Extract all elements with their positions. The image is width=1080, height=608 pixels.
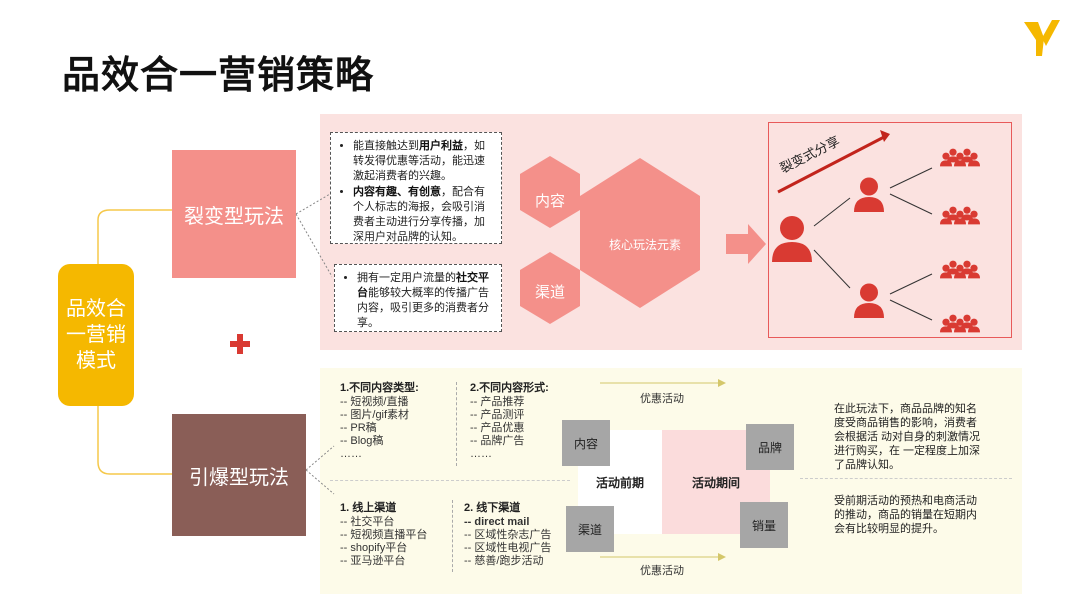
- fission-mode-box: 裂变型玩法: [172, 150, 296, 278]
- list-item: ……: [340, 448, 362, 460]
- list-heading: 1. 线上渠道: [340, 502, 397, 514]
- list-item: -- direct mail: [464, 516, 530, 528]
- list-item: -- 区域性杂志广告: [464, 529, 552, 541]
- list-item: -- Blog稿: [340, 435, 384, 447]
- origin-person-icon: [772, 216, 812, 262]
- list-item: -- 短视频直播平台: [340, 529, 428, 541]
- burst-connector: [306, 445, 335, 495]
- hex-channel-label: 渠道: [534, 284, 565, 301]
- sales-description: 受前期活动的预热和电商活动的推动，商品的销量在短期内会有比较明显的提升。: [834, 495, 977, 535]
- list-item: -- 产品测评: [470, 409, 525, 421]
- people-group-icon: [940, 207, 980, 225]
- fission-note-2: 拥有一定用户流量的社交平台能够较大概率的传播广告内容，吸引更多的消费者分享。: [334, 264, 502, 332]
- person-icon: [854, 177, 884, 212]
- note2-item: 拥有一定用户流量的社交平台能够较大概率的传播广告内容，吸引更多的消费者分享。: [357, 271, 493, 331]
- divider: [452, 500, 453, 572]
- list-item: -- 产品推荐: [470, 396, 525, 408]
- square-brand: 品牌: [746, 424, 794, 470]
- list-item: ……: [470, 448, 492, 460]
- list-item: -- shopify平台: [340, 542, 408, 554]
- fission-note-1: 能直接触达到用户利益，如转发得优惠等活动，能迅速激起消费者的兴趣。 内容有趣、有…: [330, 132, 502, 244]
- square-sales: 销量: [740, 502, 788, 548]
- list-item: -- 短视频/直播: [340, 396, 409, 408]
- tree-connector: [97, 209, 172, 475]
- list-heading: 2.不同内容形式:: [470, 382, 549, 394]
- share-frame: [768, 122, 1012, 338]
- mode-box: 品效合一营销模式: [58, 264, 134, 406]
- list-item: -- 图片/gif素材: [340, 409, 410, 421]
- arrow-right-icon: [726, 224, 766, 264]
- brand-description: 在此玩法下，商品品牌的知名度受商品销售的影响，消费者会根据活 动对自身的刺激情况…: [834, 403, 981, 471]
- content-forms-list: 2.不同内容形式: -- 产品推荐 -- 产品测评 -- 产品优惠 -- 品牌广…: [470, 382, 549, 461]
- promo-arrow-top: [600, 379, 726, 387]
- people-group-icon: [940, 149, 980, 167]
- list-item: -- 社交平台: [340, 516, 395, 528]
- hex-content-shape: [520, 156, 580, 228]
- square-content: 内容: [562, 420, 610, 466]
- people-group-icon: [940, 261, 980, 279]
- page-title: 品效合一营销策略: [62, 55, 375, 97]
- share-diagram: [772, 130, 1012, 338]
- plus-icon: [230, 334, 250, 354]
- divider: [800, 478, 1012, 479]
- brand-logo-icon: [1024, 20, 1060, 56]
- online-channels-list: 1. 线上渠道 -- 社交平台 -- 短视频直播平台 -- shopify平台 …: [340, 502, 427, 568]
- burst-mode-box: 引爆型玩法: [172, 414, 306, 536]
- list-heading: 1.不同内容类型:: [340, 382, 419, 394]
- list-item: -- 品牌广告: [470, 435, 525, 447]
- promo-label-bottom: 优惠活动: [640, 565, 684, 577]
- list-item: -- 亚马逊平台: [340, 555, 406, 567]
- square-channel: 渠道: [566, 506, 614, 552]
- note1-item: 能直接触达到用户利益，如转发得优惠等活动，能迅速激起消费者的兴趣。: [353, 139, 493, 184]
- list-item: -- PR稿: [340, 422, 377, 434]
- people-group-icon: [940, 315, 980, 333]
- note-connector: [296, 193, 332, 278]
- offline-channels-list: 2. 线下渠道 -- direct mail -- 区域性杂志广告 -- 区域性…: [464, 502, 551, 568]
- list-item: -- 区域性电视广告: [464, 542, 552, 554]
- hex-core-shape: [580, 158, 700, 308]
- content-types-list: 1.不同内容类型: -- 短视频/直播 -- 图片/gif素材 -- PR稿 -…: [340, 382, 419, 461]
- promo-label-top: 优惠活动: [640, 393, 684, 405]
- list-item: -- 产品优惠: [470, 422, 525, 434]
- note1-item: 内容有趣、有创意，配合有个人标志的海报，会吸引消费者主动进行分享传播，加深用户对…: [353, 185, 493, 245]
- hex-channel-shape: [520, 252, 580, 324]
- person-icon: [854, 283, 884, 318]
- divider: [330, 480, 570, 481]
- hex-core-label: 核心玩法元素: [608, 238, 681, 252]
- core-elements-diagram: [520, 156, 766, 324]
- list-item: -- 慈善/跑步活动: [464, 555, 544, 567]
- hex-content-label: 内容: [534, 193, 565, 210]
- list-heading: 2. 线下渠道: [464, 502, 521, 514]
- divider: [456, 382, 457, 466]
- promo-arrow-bottom: [600, 553, 726, 561]
